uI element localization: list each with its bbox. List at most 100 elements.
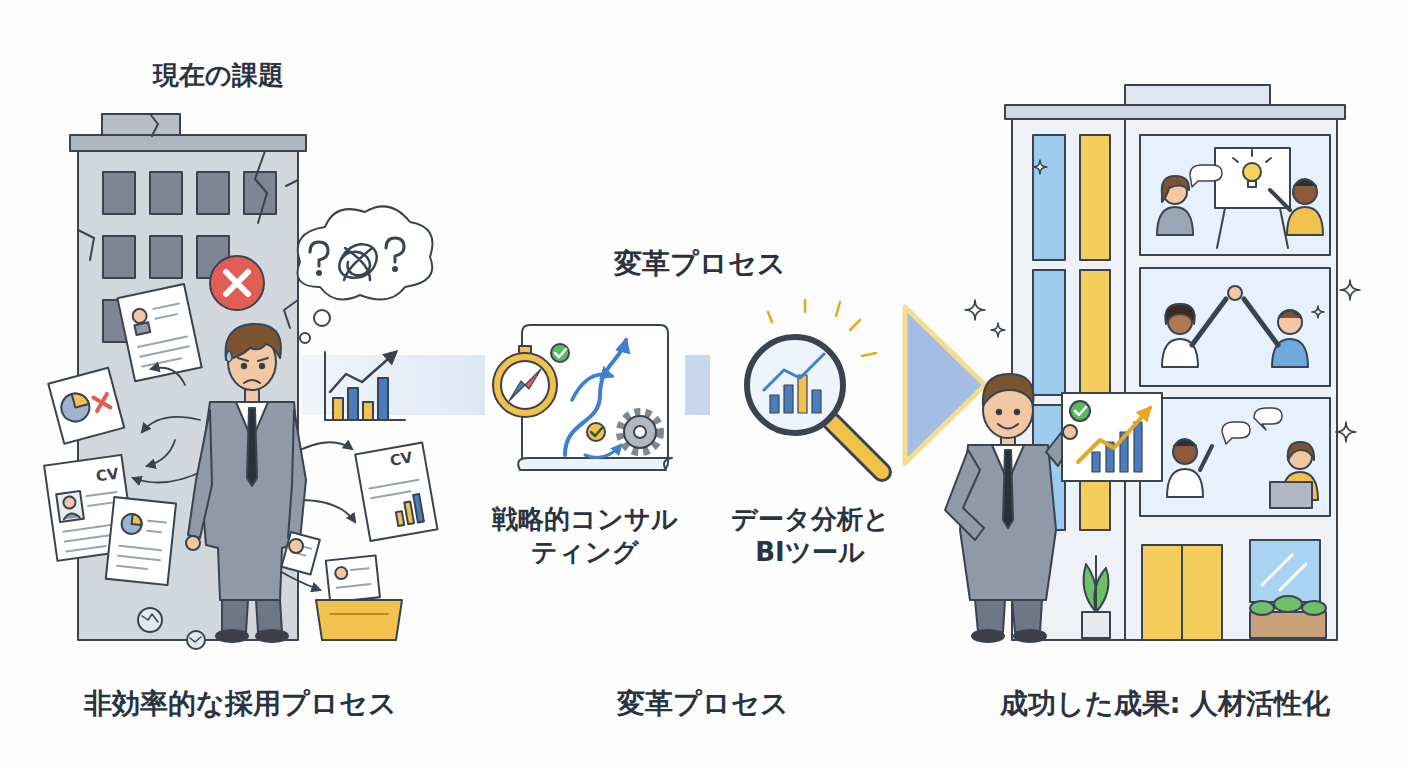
- celebrating-people-part: [1278, 310, 1302, 334]
- scattered-papers-part-part: [48, 368, 124, 444]
- strategy-plan-icon-part: [525, 369, 541, 389]
- inbox-tray-part: [330, 613, 388, 615]
- process-step: 戦略的コンサルティング: [485, 315, 685, 575]
- potted-plant-part: [1082, 612, 1110, 638]
- panel-heading: 変革プロセス: [550, 246, 850, 281]
- strategy-plan-icon-part: [634, 426, 646, 438]
- scattered-papers-part-part: [63, 496, 77, 510]
- scattered-papers-part-part: [93, 394, 110, 411]
- meeting-room-people-part: [1157, 207, 1193, 235]
- arrow-head: [905, 307, 985, 463]
- stressed-employee-part: [256, 630, 288, 642]
- stressed-employee-part: [226, 324, 281, 360]
- office-building-bright-part: [1140, 268, 1330, 386]
- successful-manager-part: [1015, 410, 1019, 414]
- magnifier-analytics-icon-part: [784, 385, 793, 413]
- process-panel: 変革プロセス変革プロセス戦略的コンサルティングデータ分析と BIツール: [460, 240, 940, 740]
- stressed-employee-part: [200, 402, 300, 600]
- successful-manager-part: [1078, 408, 1150, 462]
- collaborating-people-part: [1173, 440, 1197, 464]
- successful-manager-part: [972, 630, 1004, 642]
- strategy-plan-icon-part: [509, 381, 525, 401]
- meeting-room-people-part: [1162, 176, 1189, 202]
- scattered-papers-part: [117, 284, 201, 381]
- office-building-bright-part: [1124, 119, 1126, 640]
- strategy-plan-icon-part: [620, 412, 660, 452]
- strategy-plan-icon: [493, 325, 672, 470]
- collaborating-people: [1167, 408, 1318, 508]
- transformation-arrow: [302, 355, 485, 415]
- office-building-bright-part: [1262, 555, 1306, 590]
- celebrating-people-part: [1244, 299, 1278, 345]
- scattered-papers: [44, 284, 437, 649]
- crumpled-paper: [138, 608, 205, 649]
- successful-manager: [945, 374, 1162, 642]
- scattered-papers-part-part: [131, 303, 191, 366]
- office-building-gray-part: [78, 114, 298, 328]
- office-building-bright-part: [1302, 601, 1326, 615]
- office-building-bright-part: [1142, 545, 1222, 640]
- meeting-room-people-part: [1270, 190, 1290, 210]
- result-panel: 成功した成果: 人材活性化: [985, 80, 1370, 740]
- successful-manager-part: [1062, 393, 1162, 481]
- chart-icon-small-part: [333, 398, 343, 420]
- strategy-plan-icon-part: [587, 423, 605, 441]
- scattered-papers-part: [355, 443, 437, 541]
- panel-caption: 変革プロセス: [553, 686, 853, 721]
- process-step: データ分析と BIツール: [710, 315, 905, 575]
- illustration-part: [44, 85, 1360, 649]
- crumpled-paper-part: [187, 631, 205, 649]
- meeting-room-people-part: [1293, 180, 1317, 204]
- successful-manager-part: [1003, 450, 1013, 528]
- strategy-plan-icon-part: [555, 349, 566, 357]
- inbox-tray-part: [316, 600, 402, 640]
- successful-manager-part: [1070, 401, 1090, 421]
- strategy-plan-icon-part: [591, 428, 602, 436]
- sparkles-part: [1033, 160, 1047, 174]
- strategy-plan-icon-part: [493, 353, 557, 417]
- scattered-papers-part-part: [106, 497, 176, 585]
- inbox-tray-part-part: [326, 555, 380, 602]
- chart-icon-small-part: [363, 402, 373, 420]
- stressed-employee-part: [226, 350, 232, 362]
- celebrating-people-part: [1279, 311, 1301, 318]
- strategy-plan-icon-part: [518, 458, 672, 470]
- potted-plant: [1082, 556, 1110, 638]
- collaborating-people-part: [1167, 469, 1203, 497]
- successful-manager-part: [1075, 407, 1086, 415]
- stressed-employee: [186, 324, 320, 642]
- strategy-plan-icon-part: [585, 445, 621, 457]
- transformation-arrow: [685, 355, 710, 415]
- crumpled-paper-part: [138, 608, 162, 632]
- office-building-bright-part: [1274, 596, 1302, 612]
- successful-manager-part: [1012, 600, 1042, 632]
- confused-thought-part: [300, 333, 310, 343]
- successful-manager-part: [983, 374, 1034, 406]
- stressed-employee-part: [238, 358, 268, 383]
- error-icon-part: [210, 256, 264, 310]
- chart-icon-small-part: [330, 352, 396, 392]
- scattered-papers-part-part: [413, 494, 424, 523]
- panel-caption: 成功した成果: 人材活性化: [955, 686, 1375, 721]
- confused-thought-part: [339, 244, 376, 280]
- sparkles: [965, 160, 1360, 442]
- scattered-papers-part-part: [355, 443, 437, 541]
- meeting-room-people: [1157, 148, 1323, 248]
- successful-manager-part: [997, 410, 1001, 414]
- successful-manager-part: [1134, 422, 1142, 472]
- office-building-gray-part: [102, 114, 180, 136]
- collaborating-people-part: [1200, 446, 1212, 470]
- stressed-employee-part: [222, 600, 248, 632]
- scattered-papers-part-part: [134, 322, 150, 335]
- stressed-employee-part: [288, 410, 306, 540]
- collaborating-people-part: [1288, 442, 1314, 460]
- office-building-bright-part: [1033, 270, 1065, 395]
- resume-label: CV: [95, 466, 119, 484]
- successful-manager-part: [998, 424, 1018, 429]
- stressed-employee-part: [242, 364, 246, 368]
- celebrating-people-part: [1228, 286, 1242, 300]
- scattered-papers-part-part: [72, 390, 89, 407]
- successful-manager-part: [975, 600, 1005, 632]
- transformation-arrow: [905, 307, 985, 463]
